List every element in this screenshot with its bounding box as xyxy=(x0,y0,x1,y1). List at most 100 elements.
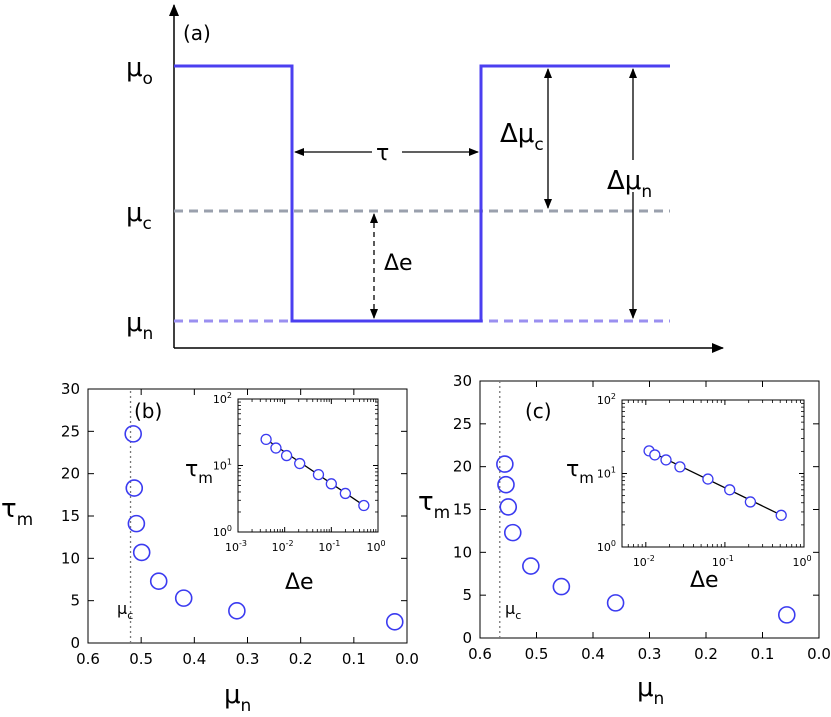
x-tick-label: 0.6 xyxy=(468,645,492,663)
x-tick-label: 0.6 xyxy=(76,650,100,668)
inset-data-point xyxy=(260,433,272,446)
x-tick-label: 0.3 xyxy=(638,645,662,663)
tau-label: τ xyxy=(376,141,389,166)
inset-x-tick-label: 10-1 xyxy=(318,539,340,554)
y-tick-label: 30 xyxy=(61,380,80,398)
data-point xyxy=(499,498,518,516)
mu-c-label: μc xyxy=(126,198,152,234)
mu-pulse-line xyxy=(174,64,670,323)
x-tick-label: 0.4 xyxy=(581,645,605,663)
data-point xyxy=(127,514,146,533)
panel-c-inset-frame xyxy=(621,399,805,548)
data-point xyxy=(552,577,571,596)
data-point xyxy=(125,479,144,497)
panel-c-xlabel: μn xyxy=(637,673,664,709)
panel-c-ylabel: τm xyxy=(418,487,450,523)
inset-y-tick-label: 100 xyxy=(597,539,616,554)
data-point xyxy=(385,613,404,631)
inset-data-point xyxy=(744,496,757,508)
panel-b-inset-ylabel: τm xyxy=(185,457,213,487)
x-tick-label: 0.0 xyxy=(807,645,831,663)
panel-b-critical-label: μc xyxy=(117,599,133,622)
inset-data-point xyxy=(358,499,370,512)
inset-data-point xyxy=(775,509,787,521)
inset-data-point xyxy=(325,478,337,490)
panel-c-inset-xlabel: Δe xyxy=(690,568,719,593)
panel-c-points xyxy=(496,455,796,624)
x-tick-label: 0.1 xyxy=(751,645,775,663)
x-tick-label: 0.5 xyxy=(129,650,153,668)
inset-data-point xyxy=(674,461,686,473)
delta-e-label: Δe xyxy=(384,251,413,276)
x-tick-label: 0.2 xyxy=(694,645,718,663)
x-tick-label: 0.2 xyxy=(289,650,313,668)
inset-data-point xyxy=(339,487,352,500)
inset-data-point xyxy=(270,442,282,454)
panel-c-critical-label: μc xyxy=(505,599,521,622)
data-point xyxy=(496,455,514,473)
inset-y-tick-label: 101 xyxy=(597,466,616,481)
inset-y-tick-label: 102 xyxy=(597,392,616,407)
x-tick-label: 0.5 xyxy=(525,645,549,663)
inset-data-point xyxy=(660,454,672,466)
inset-x-tick-label: 100 xyxy=(366,539,385,554)
inset-x-tick-label: 10-2 xyxy=(272,539,294,554)
panel-b-points xyxy=(124,425,404,631)
inset-y-tick-label: 102 xyxy=(213,391,232,406)
y-tick-label: 10 xyxy=(453,543,472,561)
data-point xyxy=(174,589,193,607)
inset-x-tick-label: 10-2 xyxy=(633,554,655,569)
y-tick-label: 15 xyxy=(61,507,80,525)
data-point xyxy=(149,572,168,590)
inset-x-tick-label: 100 xyxy=(792,554,811,569)
inset-data-point xyxy=(280,449,293,462)
data-point xyxy=(228,602,246,620)
inset-y-tick-label: 100 xyxy=(213,524,232,539)
panel-b-inset: 10-3 10-2 10-1 100 100 101 102 xyxy=(213,391,386,554)
panel-a: (a) μo μc μn τ Δe Δμc Δμn xyxy=(126,4,724,353)
data-point xyxy=(606,594,625,612)
panel-b-label: (b) xyxy=(134,399,162,423)
inset-data-point xyxy=(724,484,736,496)
y-tick-label: 15 xyxy=(453,501,472,519)
panel-b-inset-frame xyxy=(237,398,379,533)
data-point xyxy=(497,475,515,494)
x-tick-label: 0.3 xyxy=(236,650,260,668)
data-point xyxy=(503,523,522,542)
y-tick-label: 25 xyxy=(453,415,472,433)
data-point xyxy=(522,557,540,575)
panel-a-label: (a) xyxy=(183,21,211,45)
inset-data-point xyxy=(312,468,325,481)
data-point xyxy=(777,606,796,624)
x-tick-label: 0.1 xyxy=(342,650,366,668)
delta-mu-c-label: Δμc xyxy=(500,119,544,155)
panel-b-ylabel: τm xyxy=(1,494,33,530)
y-tick-label: 0 xyxy=(462,629,472,647)
y-tick-label: 30 xyxy=(453,372,472,390)
inset-y-tick-label: 101 xyxy=(213,458,232,473)
data-point xyxy=(124,425,142,443)
data-point xyxy=(132,543,151,562)
inset-data-point xyxy=(294,457,306,470)
inset-x-tick-label: 10-3 xyxy=(225,539,247,554)
panel-c-inset: 10-2 10-1 100 100 101 102 xyxy=(597,392,812,569)
y-tick-label: 20 xyxy=(61,465,80,483)
y-tick-label: 25 xyxy=(61,422,80,440)
panel-b-xlabel: μn xyxy=(224,680,251,716)
y-tick-label: 0 xyxy=(70,634,80,652)
inset-data-point xyxy=(649,449,661,461)
delta-mu-n-label: Δμn xyxy=(607,166,652,202)
x-tick-label: 0.0 xyxy=(395,650,419,668)
y-tick-label: 5 xyxy=(462,586,472,604)
mu-o-label: μo xyxy=(126,53,153,89)
inset-x-tick-label: 10-1 xyxy=(712,554,734,569)
y-tick-label: 5 xyxy=(70,592,80,610)
mu-n-label: μn xyxy=(126,308,153,344)
inset-data-point xyxy=(702,473,714,485)
x-tick-label: 0.4 xyxy=(182,650,206,668)
